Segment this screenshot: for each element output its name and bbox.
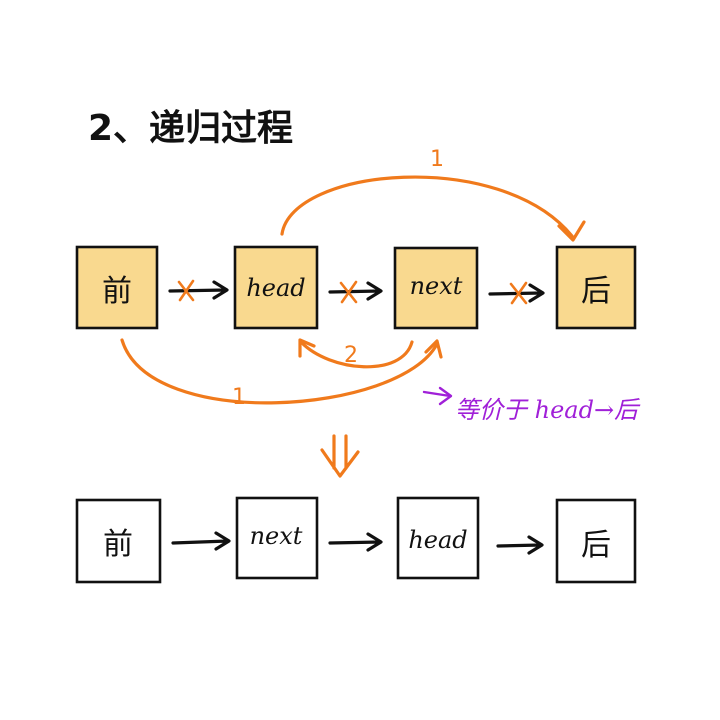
bottom-node-after-box <box>555 498 637 584</box>
cross-mark-3-icon <box>509 281 528 305</box>
top-node-head: head <box>233 245 319 330</box>
top-node-prev-box <box>75 245 159 330</box>
bottom-node-head-box <box>396 496 480 580</box>
bottom-node-next: next <box>235 496 319 580</box>
bottom-arrow-2-icon <box>328 532 383 552</box>
curve-head-to-after <box>280 175 574 238</box>
top-node-head-box <box>233 245 319 330</box>
bottom-node-head-label: head <box>408 526 467 554</box>
bottom-arrow-3-icon <box>496 535 544 555</box>
top-arrow-1-icon <box>168 280 229 300</box>
top-row: 前 head next 后 <box>75 245 637 330</box>
top-node-after-box <box>555 245 637 330</box>
equivalence-note: 等价于 head→后 <box>422 386 641 424</box>
rewire-curves: 1 1 2 <box>120 147 586 410</box>
cross-mark-2-icon <box>339 280 358 304</box>
top-arrow-3-icon <box>488 283 545 303</box>
bottom-node-after-label: 后 <box>581 528 611 563</box>
bottom-node-next-box <box>235 496 319 580</box>
bottom-node-prev-label: 前 <box>103 527 133 562</box>
top-node-after-label: 后 <box>581 274 611 309</box>
curve-prev-to-next-arrowhead-icon <box>424 339 443 359</box>
cross-mark-1-icon <box>177 279 195 302</box>
note-text: 等价于 head→后 <box>455 396 641 424</box>
curve-head-to-after-arrowhead-icon <box>557 220 586 242</box>
top-arrow-2-icon <box>328 281 383 301</box>
top-node-prev-label: 前 <box>102 274 132 309</box>
bottom-arrow-1-icon <box>171 531 231 551</box>
top-node-head-label: head <box>246 274 305 302</box>
step-label-top: 1 <box>430 147 444 172</box>
curve-prev-to-next <box>120 338 439 405</box>
top-node-next-box <box>393 246 479 330</box>
curve-next-to-head <box>299 340 414 369</box>
step-label-bottom: 1 <box>232 385 246 410</box>
step-label-back: 2 <box>344 343 358 368</box>
top-node-next: next <box>393 246 479 330</box>
bottom-node-after: 后 <box>555 498 637 584</box>
diagram-title: 2、递归过程 <box>88 108 293 149</box>
bottom-node-prev: 前 <box>75 498 162 584</box>
bottom-row: 前 next head 后 <box>75 496 637 584</box>
transition-down-arrow-icon <box>320 434 360 478</box>
curve-next-to-head-arrowhead-icon <box>298 338 316 358</box>
bottom-node-next-label: next <box>250 522 303 550</box>
bottom-node-head: head <box>396 496 480 580</box>
note-arrow-icon <box>422 386 453 406</box>
bottom-node-prev-box <box>75 498 162 584</box>
top-node-prev: 前 <box>75 245 159 330</box>
top-node-next-label: next <box>410 272 463 300</box>
top-node-after: 后 <box>555 245 637 330</box>
